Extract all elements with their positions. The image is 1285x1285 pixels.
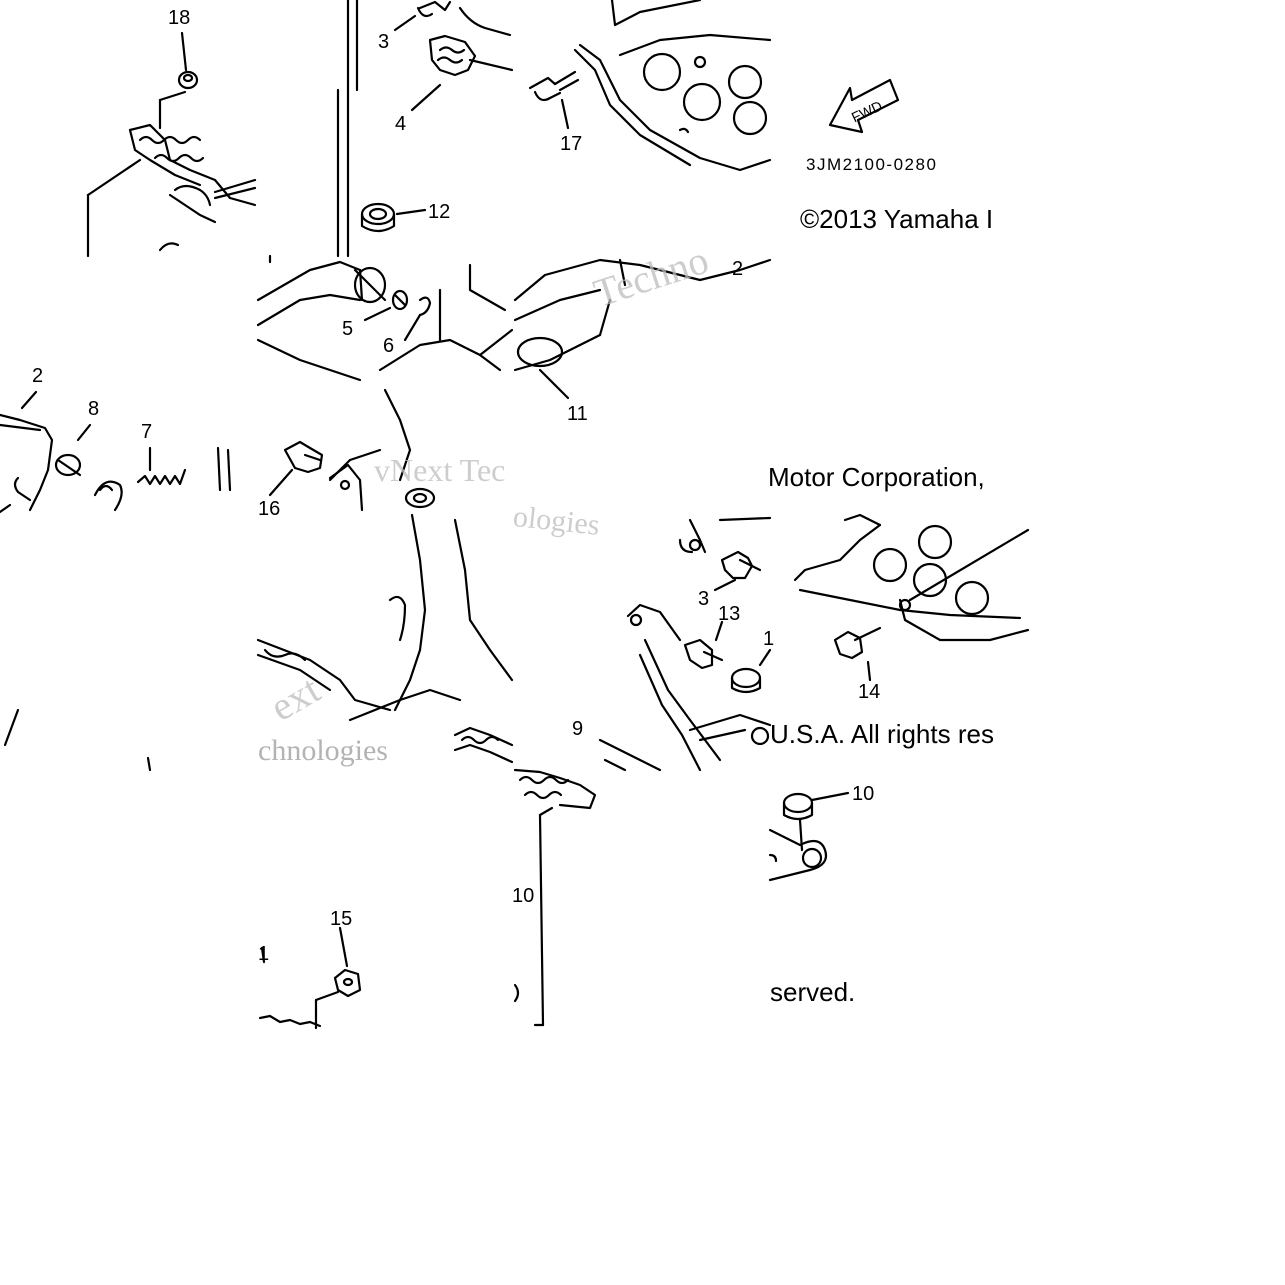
bolt-13 bbox=[683, 620, 724, 670]
skid-plate-upper bbox=[573, 0, 772, 172]
bolt-3-lower bbox=[713, 550, 762, 592]
callout-1-lower: 1 bbox=[763, 628, 774, 650]
frame-upright bbox=[336, 0, 359, 258]
callout-2-mid: 2 bbox=[32, 365, 43, 387]
callout-4: 4 bbox=[395, 113, 406, 135]
frame-lower-center bbox=[256, 513, 514, 722]
footpeg-4 bbox=[410, 34, 514, 112]
frame-bracket-lower bbox=[678, 516, 772, 554]
frame-crossmember bbox=[256, 254, 514, 482]
nut-15 bbox=[258, 926, 362, 1030]
bolt-3-top bbox=[393, 0, 512, 37]
copyright-line-1: ©2013 Yamaha I bbox=[800, 204, 994, 234]
callout-13: 13 bbox=[718, 603, 740, 625]
callout-3-lower: 3 bbox=[698, 588, 709, 610]
spring-7 bbox=[136, 446, 187, 486]
bolt-17 bbox=[528, 70, 580, 130]
copyright-clip-2: Motor Corporation, bbox=[768, 460, 1028, 500]
callout-11: 11 bbox=[567, 403, 588, 425]
washer-5 bbox=[363, 289, 409, 322]
grommet-lower bbox=[730, 648, 772, 746]
callout-1-left: 1 bbox=[258, 943, 269, 965]
callout-16: 16 bbox=[258, 498, 280, 520]
callout-2-upper: 2 bbox=[732, 258, 743, 280]
fwd-arrow bbox=[828, 78, 900, 134]
bolt-14 bbox=[833, 626, 882, 682]
callout-12: 12 bbox=[428, 201, 450, 223]
bolt-16 bbox=[268, 440, 364, 512]
callout-10-right: 10 bbox=[852, 783, 874, 805]
copyright-clip-3: U.S.A. All rights res bbox=[770, 717, 1028, 757]
nut-18 bbox=[158, 31, 199, 130]
grommet-12 bbox=[360, 202, 427, 233]
footpeg-right bbox=[453, 726, 597, 1027]
callout-7: 7 bbox=[141, 421, 152, 443]
callout-6: 6 bbox=[383, 335, 394, 357]
footpeg-left-rear bbox=[86, 123, 257, 258]
copyright-clip-4: served. bbox=[770, 975, 890, 1015]
stray-marks-left bbox=[3, 708, 152, 772]
fwd-label: FWD bbox=[849, 97, 885, 125]
callout-17: 17 bbox=[560, 133, 582, 155]
clip-6 bbox=[403, 296, 432, 342]
copyright-line-4: served. bbox=[770, 977, 856, 1007]
bracket-2 bbox=[0, 390, 54, 514]
callout-3-top: 3 bbox=[378, 31, 389, 53]
collar-8 bbox=[54, 423, 92, 477]
callout-18: 18 bbox=[168, 7, 190, 29]
callout-5: 5 bbox=[342, 318, 353, 340]
callout-15: 15 bbox=[330, 908, 352, 930]
clip-part-left bbox=[93, 446, 232, 512]
watermark-brand-a: vNext Tec bbox=[374, 452, 506, 488]
callout-14: 14 bbox=[858, 681, 880, 703]
drawing-code: 3JM2100-0280 bbox=[806, 155, 937, 174]
callout-10-left: 10 bbox=[512, 885, 534, 907]
callout-9: 9 bbox=[572, 718, 583, 740]
copyright-clip-1: ©2013 Yamaha I bbox=[800, 202, 1028, 242]
guard-9 bbox=[598, 603, 772, 772]
copyright-line-2: Motor Corporation, bbox=[768, 462, 985, 492]
grommet-middle bbox=[404, 487, 436, 509]
grommet-10 bbox=[768, 791, 850, 882]
copyright-line-3: U.S.A. All rights res bbox=[770, 719, 994, 749]
skid-plate-mid bbox=[513, 258, 772, 400]
callout-8: 8 bbox=[88, 398, 99, 420]
watermark-brand-b: chnologies bbox=[258, 734, 388, 767]
skid-plate-right bbox=[793, 513, 1030, 642]
